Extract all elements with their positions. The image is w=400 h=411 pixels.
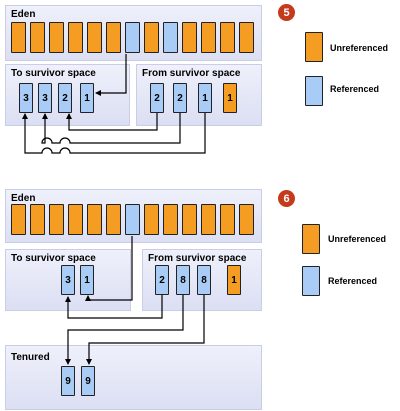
object-age-8: 8 <box>176 265 190 295</box>
object-age-3: 3 <box>19 83 33 113</box>
from-survivor-space-label: From survivor space <box>148 253 247 264</box>
unreferenced-object <box>163 204 178 235</box>
unreferenced-object <box>87 22 102 53</box>
unreferenced-object <box>30 204 45 235</box>
unreferenced-object <box>144 22 159 53</box>
object-age-8: 8 <box>197 265 211 295</box>
referenced-object <box>125 22 140 53</box>
unreferenced-object <box>106 22 121 53</box>
legend-referenced-label: Referenced <box>328 276 378 286</box>
legend-unreferenced-label: Unreferenced <box>330 43 389 53</box>
unreferenced-object <box>201 204 216 235</box>
object-age-2: 2 <box>150 83 164 113</box>
referenced-object <box>125 204 140 235</box>
object-age-1: 1 <box>223 83 237 113</box>
object-age-1: 1 <box>80 265 94 295</box>
unreferenced-object <box>49 22 64 53</box>
tenured-region: Tenured <box>5 345 262 410</box>
to-survivor-space-label: To survivor space <box>11 68 96 79</box>
legend-unreferenced-swatch <box>305 32 323 62</box>
unreferenced-object <box>87 204 102 235</box>
legend-unreferenced-swatch <box>302 224 320 254</box>
eden-label: Eden <box>11 9 36 20</box>
unreferenced-object <box>220 204 235 235</box>
tenured-label: Tenured <box>11 352 50 363</box>
legend-referenced-swatch <box>302 266 320 296</box>
legend-unreferenced-label: Unreferenced <box>328 234 387 244</box>
unreferenced-object <box>106 204 121 235</box>
referenced-object <box>163 22 178 53</box>
step-badge: 5 <box>278 4 295 21</box>
unreferenced-object <box>182 22 197 53</box>
object-age-9: 9 <box>61 366 75 396</box>
unreferenced-object <box>182 204 197 235</box>
unreferenced-object <box>220 22 235 53</box>
unreferenced-object <box>68 204 83 235</box>
to-survivor-space-label: To survivor space <box>11 253 96 264</box>
unreferenced-object <box>30 22 45 53</box>
legend-referenced-label: Referenced <box>330 84 380 94</box>
object-age-1: 1 <box>80 83 94 113</box>
object-age-1: 1 <box>227 265 241 295</box>
object-age-2: 2 <box>173 83 187 113</box>
unreferenced-object <box>144 204 159 235</box>
unreferenced-object <box>11 22 26 53</box>
unreferenced-object <box>239 204 254 235</box>
unreferenced-object <box>49 204 64 235</box>
object-age-3: 3 <box>38 83 52 113</box>
unreferenced-object <box>68 22 83 53</box>
legend-referenced-swatch <box>305 76 323 106</box>
object-age-3: 3 <box>61 265 75 295</box>
from-survivor-space-label: From survivor space <box>142 68 241 79</box>
unreferenced-object <box>239 22 254 53</box>
unreferenced-object <box>201 22 216 53</box>
unreferenced-object <box>11 204 26 235</box>
eden-label: Eden <box>11 193 36 204</box>
object-age-2: 2 <box>155 265 169 295</box>
object-age-1: 1 <box>198 83 212 113</box>
object-age-9: 9 <box>81 366 95 396</box>
object-age-2: 2 <box>58 83 72 113</box>
step-badge: 6 <box>278 190 295 207</box>
